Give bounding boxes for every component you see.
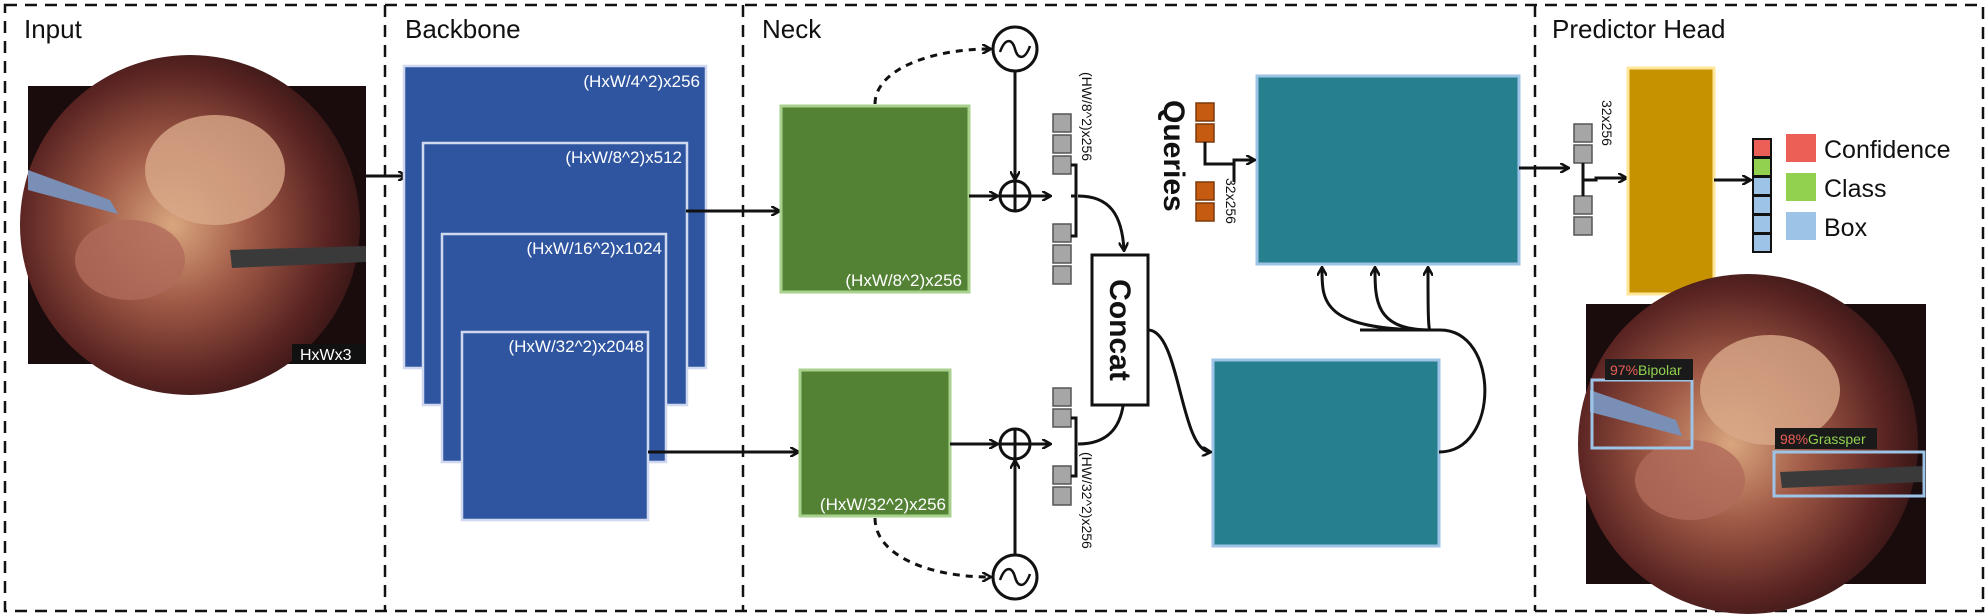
bottom-token-dim-label: (HW/32^2)x256	[1079, 452, 1095, 549]
token-stack-top	[1052, 113, 1078, 285]
arrow-encoder-to-decoder-2	[1375, 268, 1431, 332]
queries-label: Queries	[1157, 100, 1190, 212]
backbone-stack	[402, 64, 708, 522]
arrow-queries-to-decoder	[1205, 160, 1254, 166]
legend-label-box: Box	[1824, 214, 1868, 242]
query-tokens	[1195, 102, 1236, 222]
section-title-backbone: Backbone	[405, 14, 521, 44]
transformer-encoder-block	[1211, 358, 1441, 548]
token-stack-bottom	[1052, 387, 1078, 506]
input-size-label: HxWx3	[300, 347, 352, 364]
output-image: 97%Bipolar 98%Grassper	[1578, 274, 1926, 614]
backbone-layer-3-label: (HxW/16^2)x1024	[526, 239, 662, 258]
backbone-layer-1-label: (HxW/4^2)x256	[583, 72, 700, 91]
legend-swatch-confidence	[1786, 134, 1816, 162]
dashed-arrow-to-pos-top	[873, 49, 990, 105]
arrow-encoder-to-decoder-3	[1428, 268, 1430, 332]
encoder-output-path	[1360, 328, 1487, 454]
detection-label-bipolar: 97%Bipolar	[1610, 362, 1682, 378]
dashed-arrow-to-pos-bottom	[873, 517, 990, 577]
legend-label-class: Class	[1824, 175, 1887, 203]
section-title-predictor-head: Predictor Head	[1552, 14, 1725, 44]
neck-bottom-block-label: (HxW/32^2)x256	[820, 495, 946, 514]
top-token-dim-label: (HW/8^2)x256	[1079, 72, 1095, 161]
legend-label-confidence: Confidence	[1824, 136, 1950, 164]
backbone-layer-2-label: (HxW/8^2)x512	[565, 148, 682, 167]
add-operator-bottom-icon	[998, 427, 1032, 461]
neck-projection-top	[779, 104, 971, 294]
concat-label: Concat	[1103, 279, 1136, 381]
bipolar-instrument-icon	[28, 170, 118, 214]
output-vector	[1752, 138, 1772, 253]
section-title-input: Input	[24, 14, 83, 44]
head-token-dim-label: 32x256	[1599, 100, 1615, 146]
legend-swatch-class	[1786, 173, 1816, 201]
arrow-concat-to-encoder	[1147, 328, 1210, 452]
detection-box-grasper	[1772, 450, 1926, 498]
queries-dim-label: 32x256	[1223, 178, 1239, 224]
output-legend: Confidence Class Box	[1786, 134, 1950, 242]
section-frames	[3, 3, 1985, 613]
positional-encoding-top-icon	[991, 25, 1039, 73]
grasper-instrument-icon	[230, 246, 366, 268]
section-title-neck: Neck	[762, 14, 822, 44]
positional-encoding-bottom-icon	[991, 553, 1039, 601]
backbone-layer-4-label: (HxW/32^2)x2048	[508, 337, 644, 356]
add-operator-top-icon	[998, 179, 1032, 213]
input-image: HxWx3	[20, 55, 366, 395]
neck-top-block-label: (HxW/8^2)x256	[845, 271, 962, 290]
transformer-decoder-block	[1255, 74, 1521, 266]
arrow-tokens-top-to-concat	[1077, 194, 1124, 250]
legend-swatch-box	[1786, 212, 1816, 240]
arrow-encoder-to-decoder-1	[1322, 268, 1431, 332]
neck-projection-bottom	[798, 368, 952, 518]
prediction-ffn-block	[1626, 66, 1716, 296]
detection-label-grasper: 98%Grassper	[1780, 431, 1866, 447]
